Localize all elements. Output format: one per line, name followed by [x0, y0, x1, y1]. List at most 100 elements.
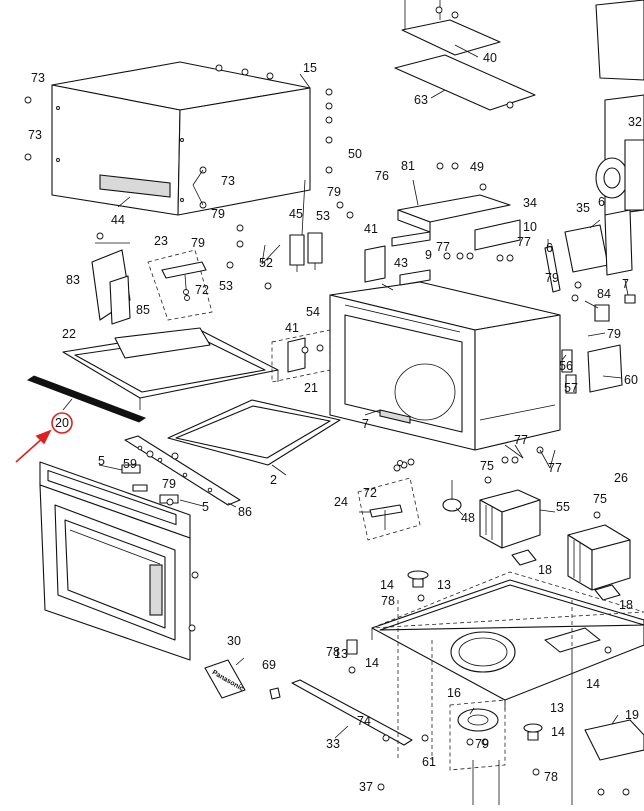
label-part-63: 63	[414, 93, 428, 107]
label-part-79: 79	[162, 477, 176, 491]
label-part-16: 16	[447, 686, 461, 700]
label-part-56: 56	[559, 359, 573, 373]
label-part-79: 79	[191, 236, 205, 250]
highlight-arrow	[15, 436, 45, 463]
label-part-49: 49	[470, 160, 484, 174]
label-part-33: 33	[326, 737, 340, 751]
label-part-81: 81	[401, 159, 415, 173]
glass-tray	[167, 399, 341, 466]
label-part-19: 19	[625, 708, 639, 722]
label-part-77: 77	[517, 235, 531, 249]
label-part-73: 73	[31, 71, 45, 85]
label-part-78: 78	[381, 594, 395, 608]
door-keypad	[47, 469, 177, 526]
fan-motor	[595, 139, 644, 211]
top-brackets	[391, 194, 521, 286]
label-part-21: 21	[304, 381, 318, 395]
leader-lines	[62, 44, 629, 739]
label-part-7: 7	[622, 277, 629, 291]
label-part-23: 23	[154, 234, 168, 248]
label-part-73: 73	[221, 174, 235, 188]
tray-frame	[62, 327, 279, 410]
stirrer-motor	[442, 480, 462, 512]
label-part-14: 14	[586, 677, 600, 691]
label-part-77: 77	[436, 240, 450, 254]
bracket-assembly	[91, 242, 131, 325]
clips	[511, 549, 621, 601]
label-part-53: 53	[219, 279, 233, 293]
label-part-41: 41	[364, 222, 378, 236]
label-part-72: 72	[195, 283, 209, 297]
label-part-7: 7	[362, 417, 369, 431]
door-switches	[289, 232, 323, 272]
label-part-5: 5	[98, 454, 105, 468]
label-part-6: 6	[598, 195, 605, 209]
label-part-30: 30	[227, 634, 241, 648]
latch-brackets	[544, 209, 633, 293]
label-part-72: 72	[363, 486, 377, 500]
label-part-13: 13	[437, 578, 451, 592]
stirrer-assembly-24	[357, 477, 421, 541]
bracket-19	[584, 719, 644, 761]
label-part-74: 74	[357, 714, 371, 728]
label-part-59: 59	[123, 457, 137, 471]
label-part-35: 35	[576, 201, 590, 215]
part-labels: 20 2 5 5 6 6 7 7 9 10 13 13 13 14 14 14 …	[28, 51, 642, 794]
door-assembly	[39, 461, 191, 661]
highlight-arrowhead	[35, 429, 52, 445]
label-part-76: 76	[375, 169, 389, 183]
base-plate	[371, 571, 644, 710]
label-part-24: 24	[334, 495, 348, 509]
label-part-69: 69	[262, 658, 276, 672]
label-part-48: 48	[461, 511, 475, 525]
turntable-coupler	[449, 699, 506, 771]
label-part-78: 78	[544, 770, 558, 784]
label-part-55: 55	[556, 500, 570, 514]
label-part-79: 79	[211, 207, 225, 221]
label-part-54: 54	[306, 305, 320, 319]
label-part-60: 60	[624, 373, 638, 387]
label-part-13: 13	[334, 647, 348, 661]
label-part-84: 84	[597, 287, 611, 301]
label-part-79: 79	[607, 327, 621, 341]
label-part-75: 75	[480, 459, 494, 473]
outer-cabinet	[51, 61, 311, 216]
label-part-52: 52	[259, 256, 273, 270]
nameplate: Panasonic	[204, 659, 246, 699]
top-plates	[394, 0, 536, 111]
label-part-44: 44	[111, 213, 125, 227]
label-part-61: 61	[422, 755, 436, 769]
label-part-43: 43	[394, 256, 408, 270]
label-part-53: 53	[316, 209, 330, 223]
label-part-73: 73	[28, 128, 42, 142]
label-part-18: 18	[538, 563, 552, 577]
label-part-79: 79	[545, 271, 559, 285]
control-panel-strip	[124, 435, 241, 506]
label-part-13: 13	[550, 701, 564, 715]
label-part-2: 2	[270, 473, 277, 487]
label-part-18: 18	[619, 598, 633, 612]
label-part-85: 85	[136, 303, 150, 317]
label-part-6: 6	[546, 241, 553, 255]
base-rail	[269, 679, 413, 746]
label-part-5: 5	[202, 500, 209, 514]
label-part-10: 10	[523, 220, 537, 234]
label-part-78: 78	[326, 645, 340, 659]
door-seal-strip	[26, 375, 147, 423]
label-part-14: 14	[551, 725, 565, 739]
label-part-45: 45	[289, 207, 303, 221]
highlight-callout	[15, 412, 73, 463]
label-part-41: 41	[285, 321, 299, 335]
label-part-9: 9	[425, 248, 432, 262]
label-part-75: 75	[593, 492, 607, 506]
label-part-77: 77	[548, 461, 562, 475]
sub-assembly-23	[147, 249, 213, 321]
mica-covers	[271, 245, 386, 383]
label-part-14: 14	[380, 578, 394, 592]
label-part-79: 79	[327, 185, 341, 199]
label-part-34: 34	[523, 196, 537, 210]
oven-cavity	[329, 281, 561, 451]
label-part-15: 15	[303, 61, 317, 75]
label-part-32: 32	[628, 115, 642, 129]
